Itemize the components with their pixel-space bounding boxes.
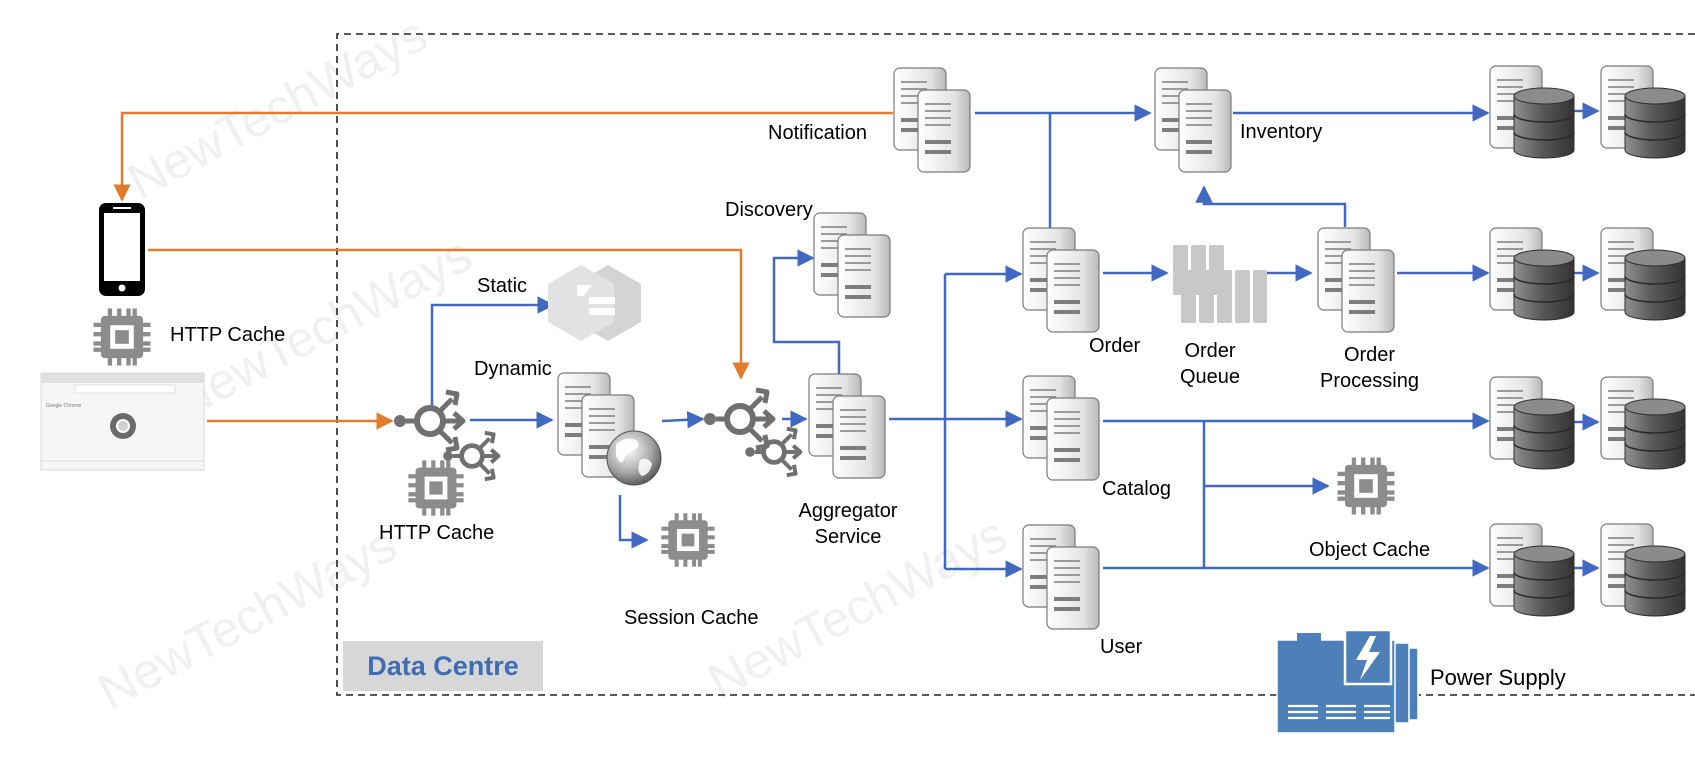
smartphone-icon <box>99 203 145 296</box>
inventory-label: Inventory <box>1240 121 1323 143</box>
aggregator-service-label: Aggregator Service <box>798 500 898 548</box>
http-cache-lb-label: HTTP Cache <box>379 522 495 544</box>
http-cache-client-label: HTTP Cache <box>170 324 286 346</box>
chip-icon <box>408 460 464 516</box>
load-balancer-icon <box>704 390 773 448</box>
client-connectors <box>113 111 893 430</box>
database-icon <box>1601 66 1685 158</box>
database-icon <box>1490 228 1574 320</box>
object-cache-label: Object Cache <box>1309 539 1431 561</box>
database-icon <box>1601 228 1685 320</box>
server-icon <box>814 213 890 317</box>
power-supply-icon <box>1276 628 1419 734</box>
discovery-label: Discovery <box>725 199 813 221</box>
static-label: Static <box>477 275 528 297</box>
cdn-icon <box>548 265 641 341</box>
chip-icon <box>661 513 715 567</box>
database-icon <box>1601 377 1685 469</box>
power-supply-label: Power Supply <box>1430 665 1566 690</box>
globe-icon <box>606 430 662 486</box>
server-icon <box>1318 228 1394 332</box>
database-icon <box>1490 524 1574 616</box>
database-icon <box>1601 524 1685 616</box>
server-icon <box>894 68 970 172</box>
data-centre-title: Data Centre <box>367 650 519 681</box>
data-centre-badge: Data Centre <box>343 641 543 691</box>
server-icon <box>809 374 885 478</box>
database-icon <box>1490 66 1574 158</box>
server-icon <box>1155 68 1231 172</box>
user-label: User <box>1100 636 1143 658</box>
order-queue-label: Order Queue <box>1179 340 1241 388</box>
server-icon <box>1023 376 1099 480</box>
session-cache-label: Session Cache <box>624 607 759 629</box>
notification-label: Notification <box>768 122 867 144</box>
catalog-label: Catalog <box>1102 478 1171 500</box>
browser-window-icon: Google Chrome <box>40 372 205 471</box>
dynamic-label: Dynamic <box>474 358 552 380</box>
browser-title: Google Chrome <box>46 403 82 409</box>
order-label: Order <box>1089 335 1141 357</box>
server-icon <box>1023 228 1099 332</box>
database-icon <box>1490 377 1574 469</box>
flow-connectors <box>430 102 1600 578</box>
chip-icon <box>1337 457 1395 515</box>
message-queue-icon <box>1173 245 1267 323</box>
order-processing-label: Order Processing <box>1320 344 1419 392</box>
data-centre-boundary <box>336 33 1695 696</box>
load-balancer-icon <box>394 392 463 450</box>
watermark-text: NewTechWays <box>119 6 436 210</box>
chip-icon <box>93 308 151 366</box>
server-icon <box>1023 525 1099 629</box>
